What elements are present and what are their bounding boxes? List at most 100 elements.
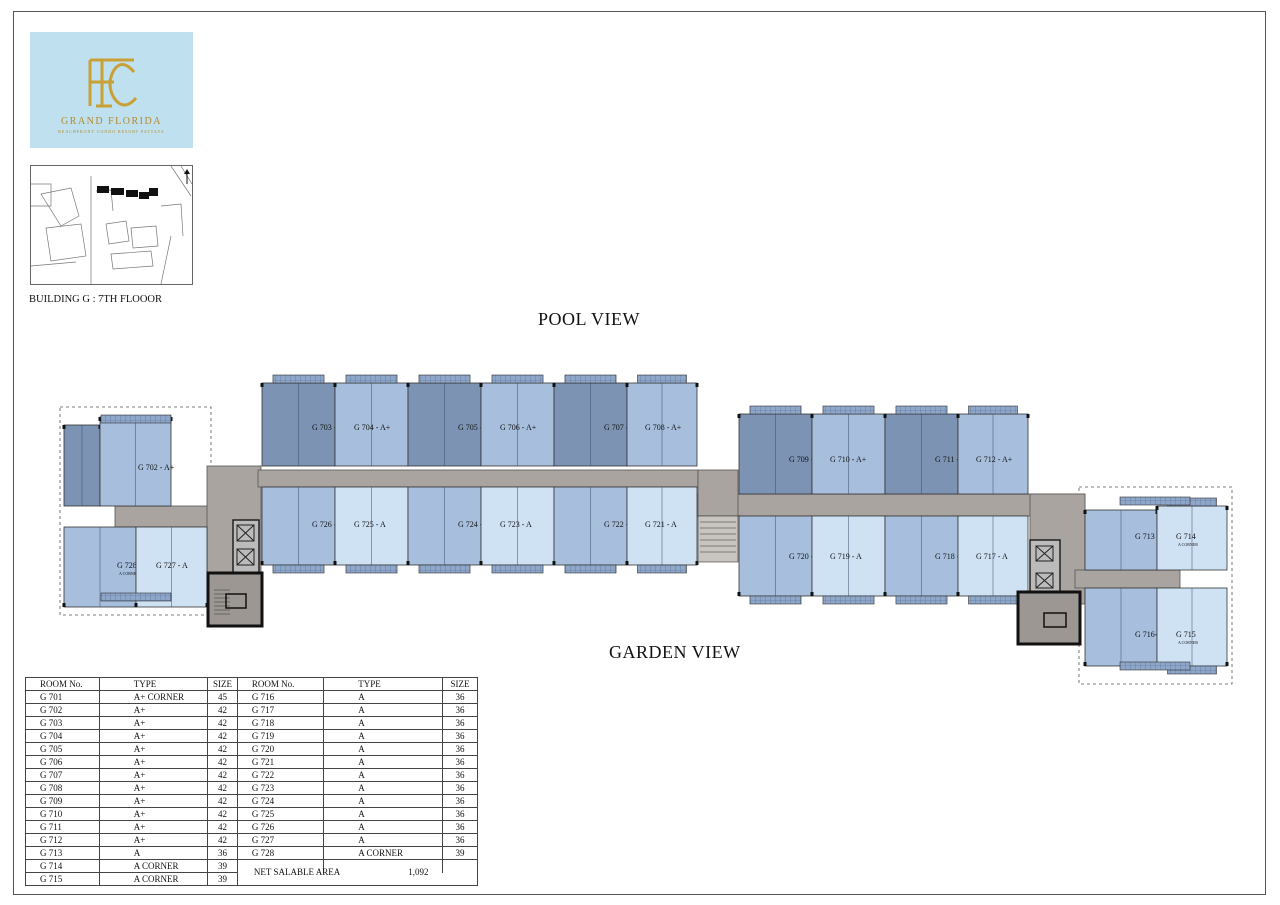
- cell-size-2: 36: [442, 729, 478, 743]
- unit-721[interactable]: G 721 - A: [625, 486, 699, 574]
- unit-710[interactable]: G 710 - A+: [810, 405, 887, 495]
- unit-label: G 728: [117, 561, 137, 570]
- cell-room-no-2: G 723: [236, 781, 325, 795]
- cell-size-2: 36: [442, 742, 478, 756]
- unit-704[interactable]: G 704 - A+: [333, 374, 410, 467]
- cell-size: 42: [207, 833, 238, 847]
- cell-type: A+: [98, 781, 209, 795]
- unit-707[interactable]: G 707 - A+: [552, 374, 641, 467]
- unit-713[interactable]: G 713 - A: [1083, 509, 1168, 571]
- balcony: [418, 374, 471, 384]
- unit-703[interactable]: G 703 - A+: [260, 374, 349, 467]
- unit-727[interactable]: G 727 - A: [134, 526, 209, 608]
- cell-room-no-2: G 720: [236, 742, 325, 756]
- unit-719[interactable]: G 719 - A: [810, 515, 887, 605]
- unit-712[interactable]: G 712 - A+: [956, 405, 1030, 495]
- balcony: [100, 414, 172, 424]
- unit-label: G 713 - A: [1135, 532, 1167, 541]
- unit-label: G 716- A: [1135, 630, 1165, 639]
- unit-722[interactable]: G 722 - A: [552, 486, 637, 574]
- cell-type-2: A CORNER: [323, 846, 444, 860]
- unit-717[interactable]: G 717 - A: [956, 515, 1030, 605]
- cell-room-no: G 706: [25, 755, 100, 769]
- balcony: [822, 595, 875, 605]
- unit-label: G 711 - A+: [935, 455, 971, 464]
- unit-708[interactable]: G 708 - A+: [625, 374, 699, 467]
- cell-type-2: A: [323, 794, 444, 808]
- table-header-row: ROOM No. TYPE SIZE ROOM No. TYPE SIZE: [25, 677, 478, 691]
- balcony: [345, 564, 398, 574]
- unit-label: G 723 - A: [500, 520, 532, 529]
- unit-723[interactable]: G 723 - A: [479, 486, 556, 574]
- cell-room-no: G 703: [25, 716, 100, 730]
- unit-720[interactable]: G 720 - A: [737, 515, 822, 605]
- cell-size-2: 39: [442, 846, 478, 860]
- cell-size-2: 36: [442, 716, 478, 730]
- cell-size-2: 36: [442, 781, 478, 795]
- cell-size: 39: [207, 859, 238, 873]
- cell-type: A+: [98, 716, 209, 730]
- unit-label: G 721 - A: [645, 520, 677, 529]
- net-salable-area-label: NET SALABLE AREA: [253, 867, 341, 878]
- unit-718[interactable]: G 718 - A: [883, 515, 968, 605]
- header-size-2: SIZE: [442, 677, 478, 691]
- cell-room-no: G 714: [25, 859, 100, 873]
- unit-type-label: A CORNER: [119, 571, 139, 576]
- unit-716[interactable]: G 716- A: [1083, 587, 1166, 667]
- balcony: [895, 595, 948, 605]
- balcony: [1119, 496, 1191, 506]
- cell-size-2: 36: [442, 768, 478, 782]
- cell-type-2: A: [323, 755, 444, 769]
- header-room-no: ROOM No.: [25, 677, 100, 691]
- cell-size-2: 36: [442, 807, 478, 821]
- unit-726[interactable]: G 726 - A: [260, 486, 345, 574]
- unit-709[interactable]: G 709 - A+: [737, 405, 826, 495]
- cell-size: 42: [207, 807, 238, 821]
- cell-type-2: A: [323, 729, 444, 743]
- unit-label: G 727 - A: [156, 561, 188, 570]
- balcony: [100, 592, 172, 602]
- header-type: TYPE: [98, 677, 209, 691]
- cell-type-2: A: [323, 820, 444, 834]
- unit-725[interactable]: G 725 - A: [333, 486, 410, 574]
- header-room-no-2: ROOM No.: [236, 677, 325, 691]
- balcony: [968, 405, 1018, 415]
- pool-view-label: POOL VIEW: [538, 309, 640, 329]
- cell-size: 45: [207, 690, 238, 704]
- cell-size: 42: [207, 716, 238, 730]
- building-g-highlight: [97, 186, 158, 199]
- balcony: [1119, 661, 1191, 671]
- balcony: [272, 564, 325, 574]
- balcony: [418, 564, 471, 574]
- cell-type: A+: [98, 755, 209, 769]
- unit-label: G 720 - A: [789, 552, 821, 561]
- unit-711[interactable]: G 711 - A+: [883, 405, 972, 495]
- header-size: SIZE: [207, 677, 238, 691]
- unit-706[interactable]: G 706 - A+: [479, 374, 556, 467]
- cell-room-no-2: G 725: [236, 807, 325, 821]
- cell-type: A+: [98, 768, 209, 782]
- cell-room-no: G 710: [25, 807, 100, 821]
- cell-type: A: [98, 846, 209, 860]
- cell-room-no-2: G 724: [236, 794, 325, 808]
- unit-724[interactable]: G 724 - A: [406, 486, 491, 574]
- unit-label: G 717 - A: [976, 552, 1008, 561]
- elevator-core-right: [1016, 539, 1082, 646]
- cell-size: 42: [207, 703, 238, 717]
- balcony: [749, 595, 802, 605]
- cell-type: A+: [98, 729, 209, 743]
- unit-702[interactable]: G 702 - A+: [98, 416, 175, 507]
- unit-label: G 707 - A+: [604, 423, 641, 432]
- cell-size: 42: [207, 794, 238, 808]
- unit-705[interactable]: G 705 - A+: [406, 374, 495, 467]
